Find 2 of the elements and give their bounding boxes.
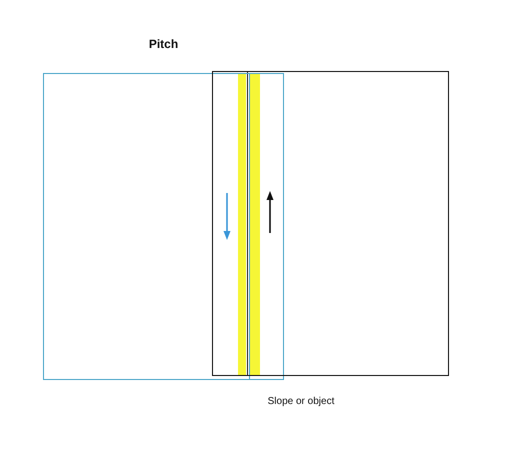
area-heading: Pitch bbox=[148, 37, 180, 51]
area-heading: Slope or object bbox=[266, 396, 336, 407]
